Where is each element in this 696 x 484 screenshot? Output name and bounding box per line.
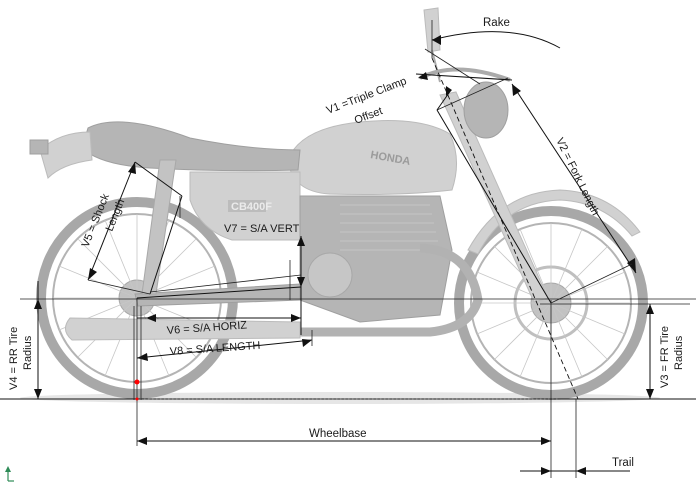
v2-label: V2 = Fork Length (553, 136, 601, 217)
rear-shock (141, 159, 177, 295)
v5-dimension (87, 161, 136, 281)
fork-line (436, 109, 552, 304)
trail-label: Trail (612, 457, 634, 469)
rear-fender (39, 131, 93, 179)
shock-axis (149, 195, 183, 295)
seat (81, 121, 301, 172)
swingarm (134, 283, 301, 307)
dimension-lines (0, 20, 696, 478)
steering-axis (431, 57, 579, 400)
headlight (463, 81, 509, 139)
v3-label-line2: Radius (673, 335, 685, 370)
v4-label-line2: Radius (22, 335, 34, 370)
ground-shadow (20, 392, 660, 404)
v4-label-line1: V4 = RR Tire (8, 327, 20, 390)
side-cover-badge (228, 200, 266, 212)
side-cover-logo: CB400F (231, 201, 272, 213)
rake-label: Rake (483, 17, 510, 29)
v6-label: V6 = S/A HORIZ (166, 319, 247, 337)
front-fender (467, 189, 641, 255)
axis-triad-icon (5, 466, 14, 482)
shock-top-line (134, 161, 183, 197)
ground-contact-marker (134, 379, 140, 385)
fuel-tank (287, 120, 457, 195)
v3-label-line1: V3 = FR Tire (659, 326, 671, 388)
swingarm-line (136, 286, 302, 299)
v7-label: V7 = S/A VERT (224, 223, 300, 235)
exhaust-header (300, 243, 483, 337)
muffler (65, 317, 301, 341)
rake-arc (431, 31, 561, 49)
v2-dimension (511, 83, 637, 274)
v8-dimension (136, 339, 313, 359)
wheelbase-label: Wheelbase (309, 428, 367, 440)
engine-cover (307, 252, 353, 298)
taillight (29, 139, 49, 155)
